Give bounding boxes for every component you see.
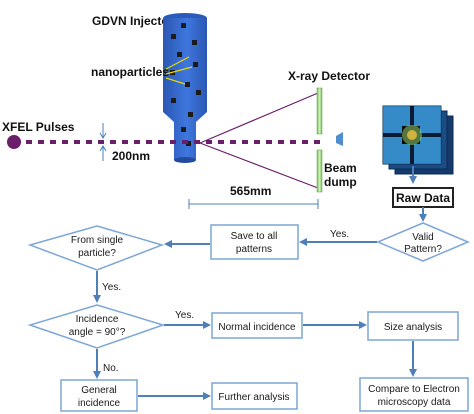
general-incidence-box	[60, 379, 138, 412]
distance-label: 565mm	[230, 184, 271, 198]
injector-label: GDVN Injector	[92, 14, 174, 28]
distance-bar	[188, 199, 319, 209]
nanoparticles-label: nanoparticles	[91, 65, 169, 79]
xfel-label: XFEL Pulses	[2, 120, 75, 134]
scatter-ray-bottom	[199, 142, 319, 189]
save-all-line1: Save to all	[231, 231, 278, 242]
size-analysis-box	[367, 311, 459, 341]
further-analysis-label: Further analysis	[218, 392, 289, 403]
beam-dump-line2: dump	[324, 175, 357, 189]
detector-label: X-ray Detector	[288, 69, 370, 83]
scatter-ray-top	[199, 92, 319, 144]
compare-em-box	[359, 377, 469, 412]
beam-dump-line1: Beam	[324, 161, 357, 175]
detector-panel-top	[316, 87, 323, 135]
general-line2: incidence	[78, 398, 121, 409]
valid-line1: Valid	[412, 232, 434, 243]
single-line2: particle?	[78, 248, 116, 259]
pointer-line-2	[165, 66, 193, 75]
beam-dump	[336, 132, 343, 146]
raw-data-label: Raw Data	[396, 191, 450, 205]
yes-label-1: Yes.	[330, 229, 349, 240]
raw-data-stack	[382, 105, 454, 175]
size-analysis-label: Size analysis	[384, 322, 442, 333]
valid-line2: Pattern?	[404, 244, 442, 255]
single-line1: From single	[71, 235, 124, 246]
save-all-line2: patterns	[236, 244, 272, 255]
gdvn-injector	[163, 13, 207, 163]
normal-incidence-label: Normal incidence	[218, 322, 296, 333]
normal-incidence-box	[211, 312, 303, 339]
save-all-box	[210, 224, 299, 260]
single-particle-diamond	[27, 225, 165, 271]
pointer-line-1	[165, 56, 190, 70]
xfel-source	[7, 135, 21, 149]
compare-line2: microscopy data	[378, 397, 451, 408]
general-line1: General	[81, 385, 117, 396]
spacing-marker	[99, 123, 107, 161]
detector-panel-bottom	[316, 149, 323, 193]
no-label: No.	[103, 363, 119, 374]
compare-line1: Compare to Electron	[368, 384, 460, 395]
angle-line2: angle = 90°?	[69, 327, 126, 338]
angle-line1: Incidence	[76, 314, 119, 325]
incidence-angle-diamond	[27, 304, 166, 349]
yes-label-3: Yes.	[175, 310, 194, 321]
yes-label-2: Yes.	[102, 282, 121, 293]
spacing-label: 200nm	[112, 149, 150, 163]
further-analysis-box	[211, 382, 298, 410]
pointer-line-3	[165, 77, 186, 85]
valid-pattern-diamond	[376, 222, 470, 262]
